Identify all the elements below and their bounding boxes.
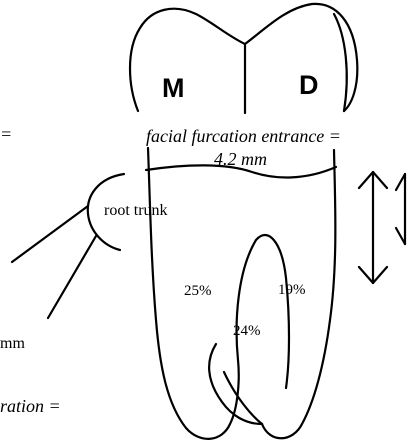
double-arrow <box>359 172 387 283</box>
distal-label: D <box>299 72 319 99</box>
cut-text-top: = <box>0 125 12 143</box>
inner-root-contour-2 <box>224 372 262 424</box>
furcation-arch <box>237 235 289 388</box>
percent-distal: 19% <box>278 283 306 298</box>
percent-mesial: 25% <box>184 284 212 299</box>
root-trunk-label: root trunk <box>104 203 168 219</box>
double-arrow-partial <box>396 174 405 244</box>
mesial-label: M <box>162 75 185 102</box>
percent-center: 24% <box>233 324 261 339</box>
pointer-line-upper <box>12 206 88 262</box>
enamel-line <box>334 14 347 111</box>
pointer-line-lower <box>48 236 96 318</box>
cut-text-mm: mm <box>0 336 25 352</box>
facial-furcation-value: 4.2 mm <box>214 150 267 168</box>
cut-text-ration: ration = <box>0 397 61 415</box>
facial-furcation-label: facial furcation entrance = <box>146 127 341 145</box>
